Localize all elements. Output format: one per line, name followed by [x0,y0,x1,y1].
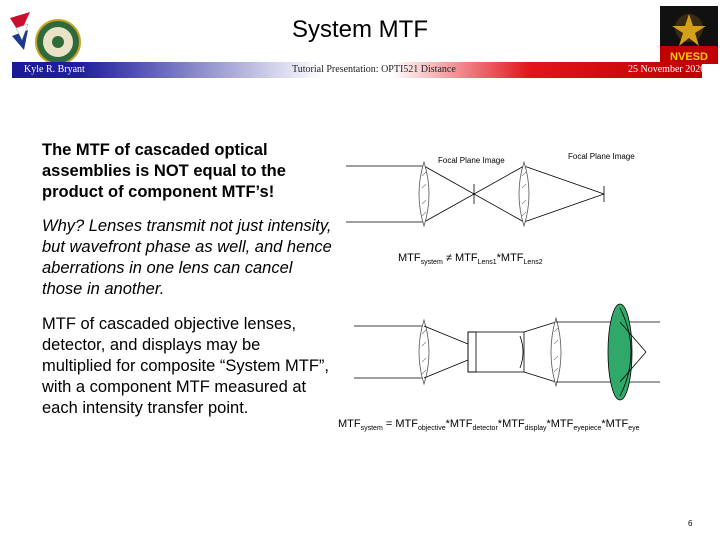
paragraph-system-mtf: MTF of cascaded objective lenses, detect… [42,315,329,417]
eq1-mtf: MTF [454,252,478,264]
eq1-mtf: MTF [500,252,524,264]
page-title: System MTF [292,16,428,43]
eq1-sub-system: system [420,259,443,266]
eq1-neq: ≠ [445,252,452,264]
author-name: Kyle R. Bryant [24,64,85,75]
lens-2-icon [518,160,530,228]
eq2-sub-detector: detector [472,425,498,432]
eq1-sub-lens2: Lens2 [523,259,543,266]
equation-system: MTFsystem = MTFobjective*MTFdetector*MTF… [338,418,640,432]
eq2-equals: = [385,418,393,430]
eye-icon [607,303,633,401]
header-banner [12,62,702,78]
paragraph-mtf-cascaded: The MTF of cascaded optical assemblies i… [42,141,286,201]
system-chain-diagram [354,303,660,401]
eq2-sub-display: display [524,425,547,432]
eq2-star: * [601,418,606,430]
eq2-sub-eye: eye [628,425,640,432]
eq1-star: * [496,252,501,264]
eyepiece-lens-icon [550,316,562,388]
eq2-star: * [445,418,450,430]
focal-plane-label-1: Focal Plane Image [438,156,505,165]
eq2-mtf: MTF [550,418,574,430]
eq1-mtf: MTF [398,252,421,264]
eq2-mtf: MTF [338,418,361,430]
display-icon [519,335,524,369]
equation-not-equal: MTFsystem ≠ MTFLens1*MTFLens2 [398,252,543,266]
eq2-mtf: MTF [502,418,525,430]
two-lens-diagram [346,160,605,228]
focal-plane-label-2: Focal Plane Image [568,152,635,161]
eq2-star: * [497,418,503,430]
eq2-sub-objective: objective [417,425,446,432]
university-seal-logo [10,12,81,65]
detector-icon [467,331,477,373]
eq1-sub-lens1: Lens1 [477,259,497,266]
eq2-sub-eyepiece: eyepiece [573,425,602,432]
tutorial-label: Tutorial Presentation: OPTI521 Distance [292,64,456,75]
presentation-date: 25 November 2020 [628,64,706,75]
objective-lens-icon [418,318,430,386]
eq2-mtf: MTF [449,418,473,430]
page-number: 6 [688,519,693,528]
lens-1-icon [418,160,430,228]
eq2-star: * [546,418,551,430]
nvesd-logo: NVESD [660,6,718,64]
eq2-sub-system: system [360,425,383,432]
paragraph-why: Why? Lenses transmit not just intensity,… [42,217,332,298]
eq2-mtf: MTF [395,418,418,430]
eq2-mtf: MTF [605,418,629,430]
nvesd-logo-text: NVESD [670,51,708,63]
